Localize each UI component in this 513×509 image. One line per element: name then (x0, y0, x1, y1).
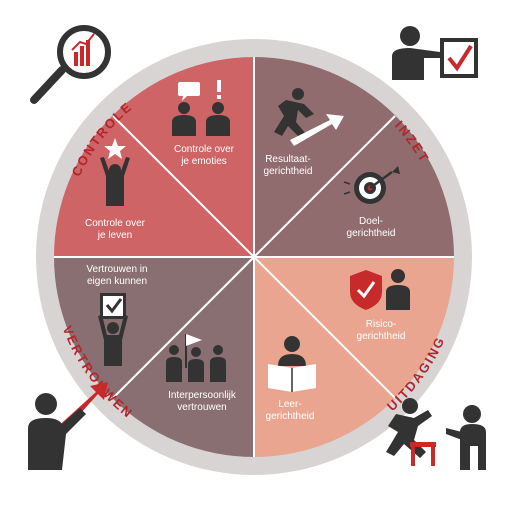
label-leer-2: gerichtheid (266, 411, 315, 422)
label-interpersoonlijk-2: vertrouwen (177, 402, 226, 413)
magnifier-chart-icon (30, 25, 111, 104)
label-doel-1: Doel- (359, 216, 383, 227)
label-interpersoonlijk-1: Interpersoonlijk (168, 390, 237, 401)
label-risico-1: Risico- (366, 319, 397, 330)
people-speech-icon (172, 80, 230, 136)
reader-book-icon (268, 336, 316, 392)
label-controle-emoties-1: Controle over (174, 144, 235, 155)
person-star-icon (100, 138, 130, 206)
label-resultaat-1: Resultaat- (265, 154, 311, 165)
label-eigen-kunnen-1: Vertrouwen in (86, 264, 147, 275)
label-doel-2: gerichtheid (347, 228, 396, 239)
label-eigen-kunnen-2: eigen kunnen (87, 276, 147, 287)
segment-dividers (54, 57, 454, 457)
target-icon (343, 166, 400, 204)
presenter-arrow-icon (28, 382, 108, 470)
shield-person-icon (350, 269, 410, 310)
hurdle-jumper-icon (386, 398, 486, 470)
label-controle-leven-1: Controle over (85, 218, 146, 229)
label-controle-leven-2: je leven (97, 230, 132, 241)
runner-arrow-icon (274, 88, 344, 146)
label-controle-emoties-2: je emoties (180, 156, 227, 167)
checkbox-person-icon (98, 293, 128, 366)
label-resultaat-2: gerichtheid (264, 166, 313, 177)
presenter-checkbox-icon (392, 26, 478, 80)
group-flag-icon (166, 334, 226, 382)
label-risico-2: gerichtheid (357, 331, 406, 342)
label-leer-1: Leer- (278, 399, 301, 410)
